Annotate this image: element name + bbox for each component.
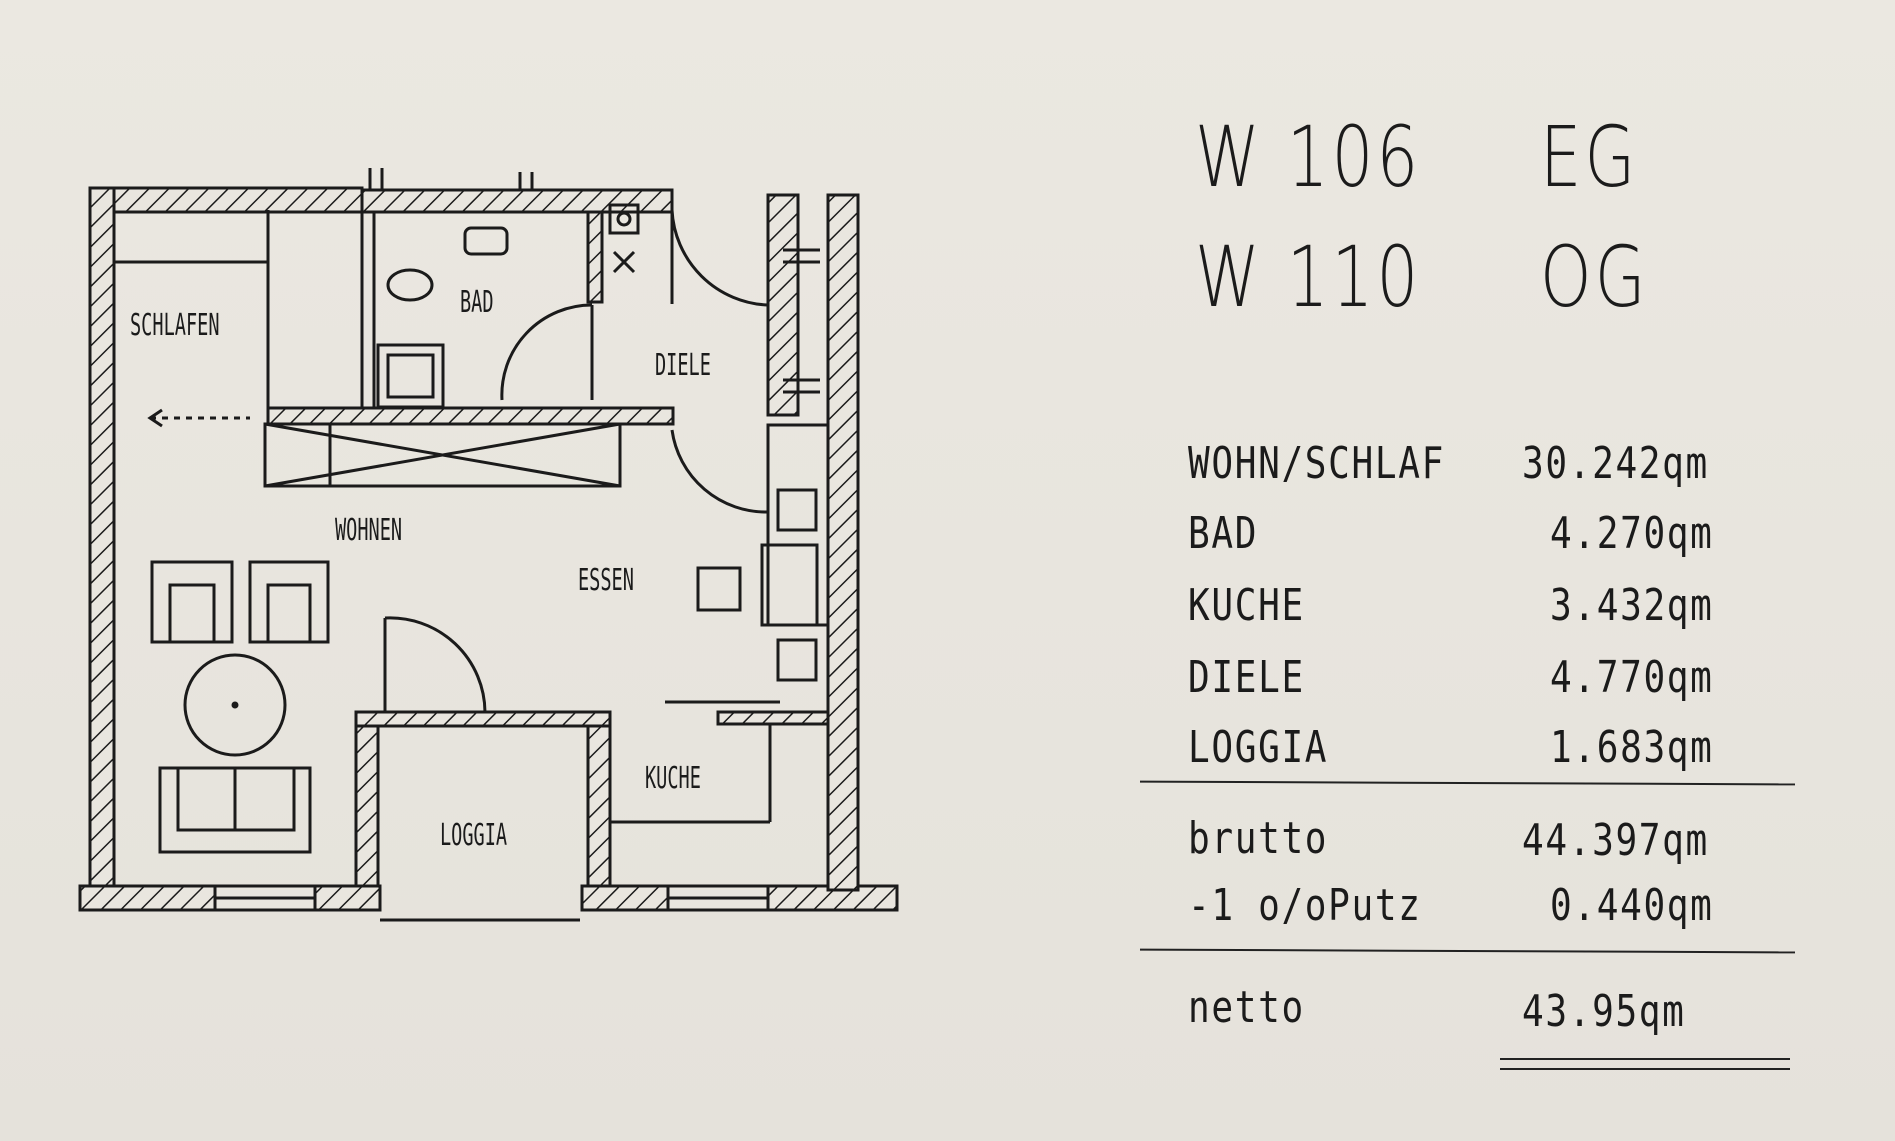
room-label-diele: DIELE	[655, 347, 711, 382]
netto-underline-1	[1500, 1058, 1790, 1060]
netto-label: netto	[1188, 982, 1305, 1033]
outer-wall-top-bath	[360, 188, 674, 214]
area-value-wohn-schlaf: 30.242qm	[1522, 438, 1709, 489]
area-value-loggia: 1.683qm	[1550, 722, 1714, 773]
area-label-bad: BAD	[1188, 508, 1259, 559]
outer-wall-right	[826, 193, 860, 892]
floor-code-2: OG	[1540, 228, 1649, 326]
outer-wall-left	[88, 186, 116, 910]
wall-loggia-left	[354, 710, 380, 888]
netto-underline-2	[1500, 1068, 1790, 1070]
brutto-value: 44.397qm	[1522, 815, 1709, 866]
outer-wall-top-left	[88, 186, 364, 214]
room-label-kueche: KUCHE	[645, 760, 701, 795]
brutto-label: brutto	[1188, 813, 1329, 864]
room-label-essen: ESSEN	[578, 562, 634, 597]
unit-number-1: W 106	[1195, 108, 1422, 206]
wall-loggia-right	[586, 710, 612, 888]
area-label-kueche: KUCHE	[1188, 580, 1305, 631]
area-value-bad: 4.270qm	[1550, 508, 1714, 559]
floor-plan-drawing: SCHLAFEN BAD DIELE WOHNEN ESSEN KUCHE LO…	[78, 168, 899, 922]
putz-label: -1 o/oPutz	[1188, 880, 1422, 931]
unit-number-2: W 110	[1195, 228, 1422, 326]
floor-code-1: EG	[1540, 108, 1639, 206]
wall-diele-left	[766, 193, 800, 417]
netto-value: 43.95qm	[1522, 986, 1686, 1037]
room-label-bad: BAD	[460, 284, 494, 319]
room-label-loggia: LOGGIA	[440, 817, 507, 852]
room-label-wohnen: WOHNEN	[335, 512, 402, 547]
area-label-diele: DIELE	[1188, 652, 1305, 703]
separator-line-2	[1139, 948, 1796, 954]
area-value-kueche: 3.432qm	[1550, 580, 1714, 631]
area-label-wohn-schlaf: WOHN/SCHLAF	[1188, 438, 1445, 489]
putz-value: 0.440qm	[1550, 880, 1714, 931]
wall-bath-right	[586, 210, 604, 304]
area-value-diele: 4.770qm	[1550, 652, 1714, 703]
separator-line-1	[1139, 780, 1796, 786]
area-label-loggia: LOGGIA	[1188, 722, 1329, 773]
room-label-schlafen: SCHLAFEN	[130, 307, 220, 342]
